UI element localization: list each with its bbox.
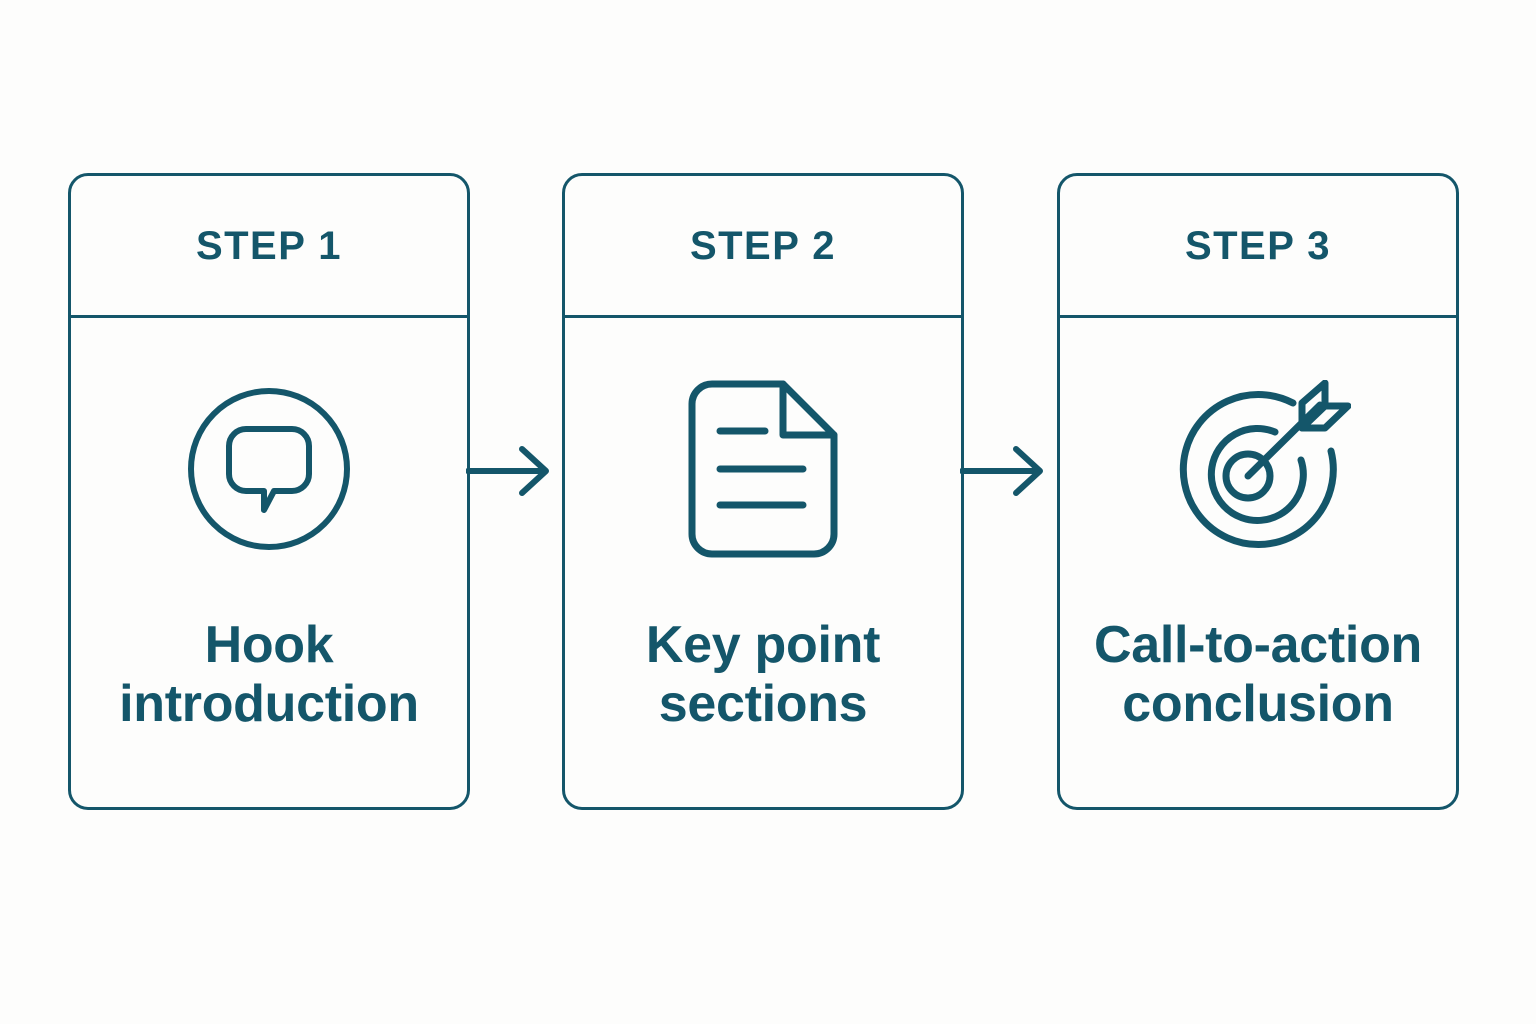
arrow-step2-to-step3 bbox=[960, 440, 1052, 502]
step-card-1[interactable]: STEP 1 Hook introduction bbox=[68, 173, 470, 810]
step-card-1-title-line-2: introduction bbox=[119, 675, 419, 734]
arrow-step1-to-step2 bbox=[466, 440, 558, 502]
step-card-2-title-line-2: sections bbox=[658, 675, 868, 734]
step-card-2-body: Key point sections bbox=[565, 318, 961, 807]
step-card-3-body: Call-to-action conclusion bbox=[1060, 318, 1456, 807]
document-page-icon bbox=[668, 374, 858, 564]
step-card-3-header: STEP 3 bbox=[1060, 176, 1456, 318]
step-card-2-title-line-1: Key point bbox=[645, 616, 881, 674]
step-card-3-title-line-1: Call-to-action bbox=[1093, 616, 1422, 674]
step-card-3-title-line-2: conclusion bbox=[1122, 675, 1394, 734]
target-with-arrow-icon bbox=[1163, 374, 1353, 564]
step-card-2-header-label: STEP 2 bbox=[689, 223, 837, 268]
step-card-1-title: Hook introduction bbox=[71, 616, 467, 735]
step-card-1-title-line-1: Hook bbox=[204, 616, 334, 674]
step-card-1-header-label: STEP 1 bbox=[195, 223, 343, 268]
step-card-1-header: STEP 1 bbox=[71, 176, 467, 318]
step-card-3-title: Call-to-action conclusion bbox=[1060, 616, 1456, 735]
step-card-3[interactable]: STEP 3 bbox=[1057, 173, 1459, 810]
step-card-2[interactable]: STEP 2 Key point sections bbox=[562, 173, 964, 810]
step-card-3-header-label: STEP 3 bbox=[1184, 223, 1332, 268]
step-card-2-title: Key point sections bbox=[565, 616, 961, 735]
step-card-1-body: Hook introduction bbox=[71, 318, 467, 807]
step-card-2-header: STEP 2 bbox=[565, 176, 961, 318]
speech-bubble-in-circle-icon bbox=[174, 374, 364, 564]
